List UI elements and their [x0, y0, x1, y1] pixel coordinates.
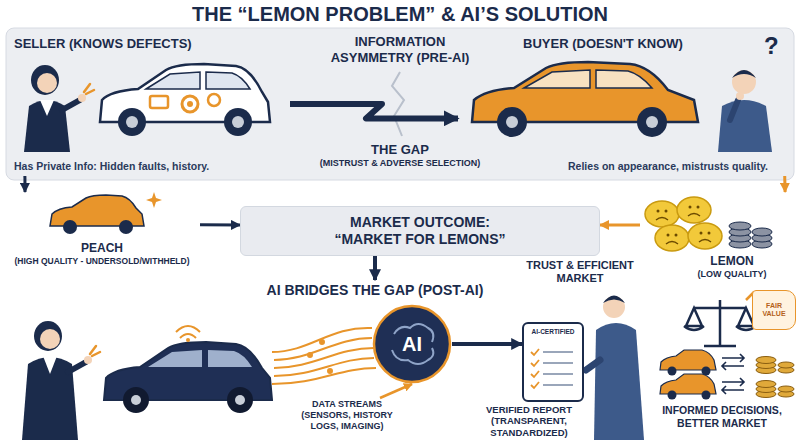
- caption-box: DATA STREAMS (SENSORS, HISTORY LOGS, IMA…: [292, 398, 402, 432]
- node-body: (LOW QUALITY): [670, 269, 794, 280]
- connector-arrow: [373, 256, 377, 280]
- peach-car: [50, 192, 162, 234]
- buyer-car: [472, 62, 698, 137]
- node-heading: INFORMATION ASYMMETRY (PRE-AI): [320, 34, 480, 65]
- node-heading: BUYER (DOESN'T KNOW): [462, 36, 784, 51]
- connector-arrow: [452, 342, 522, 346]
- checklist-marks: [525, 346, 581, 396]
- node-body: Has Private Info: Hidden faults, history…: [14, 160, 286, 172]
- free-label: TRUST & EFFICIENT MARKET: [520, 259, 640, 285]
- market-exchange: [660, 350, 794, 400]
- node-body: (HIGH QUALITY - UNDERSOLD/WITHHELD): [6, 256, 198, 266]
- ai-circle: AI: [372, 304, 452, 384]
- crack-line: [392, 72, 404, 136]
- gap-label-box: THE GAP(MISTRUST & ADVERSE SELECTION): [300, 140, 500, 170]
- node-heading: DATA STREAMS (SENSORS, HISTORY LOGS, IMA…: [293, 399, 401, 431]
- section-heading: AI BRIDGES THE GAP (POST-AI): [240, 280, 510, 301]
- connector-arrow: [783, 176, 786, 192]
- coin-stacks: [729, 222, 772, 248]
- actor-group: BUYER (DOESN'T KNOW) Relies on appearance…: [458, 32, 788, 176]
- actor-group: SELLER (KNOWS DEFECTS) Has Private Info: …: [8, 32, 290, 176]
- connector-arrow: [200, 223, 240, 226]
- data-streams: [272, 328, 376, 384]
- node-heading: THE GAP: [302, 142, 498, 158]
- connector-arrow: [290, 104, 458, 118]
- defective-car: [100, 64, 270, 136]
- buyer-figure: [718, 70, 772, 152]
- connected-car: [104, 326, 272, 413]
- lemons: [645, 197, 722, 251]
- outcome-band: MARKET OUTCOME: “MARKET FOR LEMONS”: [240, 206, 600, 256]
- buyer-figure: [586, 296, 644, 441]
- node-heading: AI-CERTIFIED: [527, 328, 579, 336]
- seller-figure: [22, 321, 100, 440]
- price-tag: FAIR VALUE: [752, 290, 796, 330]
- node-heading: AI: [402, 333, 422, 356]
- connector-arrow: [600, 224, 640, 227]
- node-body: VERIFIED REPORT (TRANSPARENT, STANDARDIZ…: [464, 404, 594, 438]
- node-heading: LEMON: [670, 255, 794, 269]
- panel-band: INFORMATION ASYMMETRY (PRE-AI) SELLER (KN…: [6, 28, 794, 180]
- node-heading: SELLER (KNOWS DEFECTS): [14, 36, 286, 51]
- free-label: ?: [764, 32, 779, 60]
- seller-figure: [24, 65, 94, 152]
- connector-arrow: [23, 176, 26, 192]
- node-body: Relies on appearance, mistrusts quality.: [462, 160, 784, 172]
- report-tablet: AI-CERTIFIEDVERIFIED REPORT (TRANSPARENT…: [522, 322, 584, 402]
- panel-ground: [6, 28, 794, 180]
- node-heading: AI BRIDGES THE GAP (POST-AI): [242, 282, 508, 299]
- node-body: (MISTRUST & ADVERSE SELECTION): [302, 158, 498, 169]
- outcome-item: LEMON(LOW QUALITY): [640, 192, 796, 282]
- diagram-title: THE “LEMON PROBLEM” & AI’S SOLUTION: [0, 3, 800, 26]
- outcome-item: PEACH(HIGH QUALITY - UNDERSOLD/WITHHELD): [4, 192, 200, 268]
- node-heading: PEACH: [6, 242, 198, 256]
- node-heading: FAIR VALUE: [755, 302, 793, 318]
- connector-arrow: [380, 384, 412, 398]
- balance-scale: [684, 292, 756, 346]
- free-label: INFORMED DECISIONS, BETTER MARKET: [648, 404, 796, 429]
- node-heading: MARKET OUTCOME: “MARKET FOR LEMONS”: [323, 214, 518, 248]
